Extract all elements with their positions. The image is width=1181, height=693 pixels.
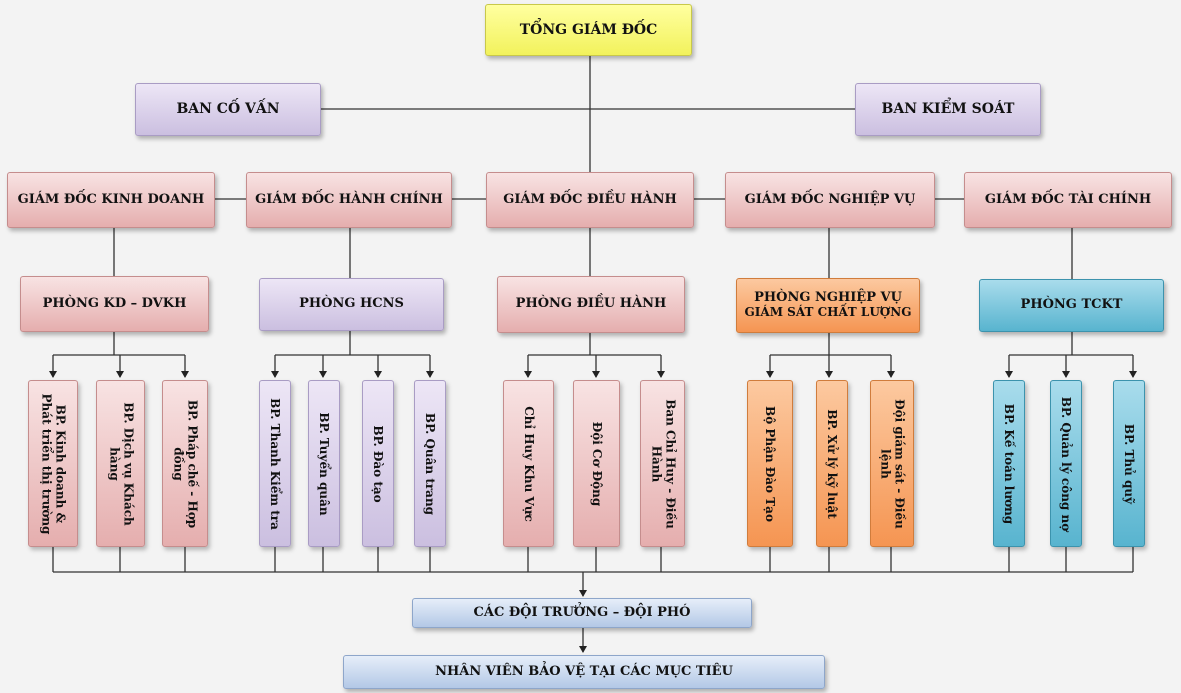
director-label: GIÁM ĐỐC TÀI CHÍNH (984, 191, 1152, 207)
unit-label: BP. Quản lý công nợ (1059, 396, 1074, 531)
guards-box: NHÂN VIÊN BẢO VỆ TẠI CÁC MỤC TIÊU (343, 655, 825, 689)
department-title: PHÒNG HCNS (299, 296, 404, 312)
director-box-sales: GIÁM ĐỐC KINH DOANH (7, 172, 215, 228)
director-label: GIÁM ĐỐC KINH DOANH (17, 191, 205, 207)
department-box-kd-dvkh: PHÒNG KD – DVKH (20, 276, 209, 332)
director-box-admin: GIÁM ĐỐC HÀNH CHÍNH (246, 172, 452, 228)
unit-label: Đội giám sát - Điều lệnh (878, 398, 907, 529)
department-title: PHÒNG ĐIỀU HÀNH (515, 296, 667, 312)
unit-box: Bộ Phận Đào Tạo (747, 380, 793, 547)
team-leaders-label: CÁC ĐỘI TRƯỞNG – ĐỘI PHÓ (473, 604, 691, 620)
control-board-box: BAN KIỂM SOÁT (855, 83, 1041, 136)
advisory-board-label: BAN CỐ VẤN (176, 101, 280, 118)
unit-label: Đội Cơ Động (589, 421, 604, 506)
unit-box: BP. Thủ quỹ (1113, 380, 1145, 547)
unit-box: BP. Kế toán lương (993, 380, 1025, 547)
department-title: PHÒNG TCKT (1020, 297, 1123, 313)
team-leaders-box: CÁC ĐỘI TRƯỞNG – ĐỘI PHÓ (412, 598, 752, 628)
unit-label: BP. Kế toán lương (1002, 403, 1017, 524)
director-label: GIÁM ĐỐC HÀNH CHÍNH (255, 191, 443, 207)
unit-box: Đội giám sát - Điều lệnh (870, 380, 914, 547)
department-title: PHÒNG NGHIỆP VỤ (754, 290, 902, 306)
department-subtitle: GIÁM SÁT CHẤT LƯỢNG (744, 305, 912, 320)
unit-box: BP. Đào tạo (362, 380, 394, 547)
director-box-professional: GIÁM ĐỐC NGHIỆP VỤ (725, 172, 935, 228)
unit-box: BP. Pháp chế - Hợp đồng (162, 380, 208, 547)
unit-box: BP. Quản lý công nợ (1050, 380, 1082, 547)
unit-box: BP. Thanh Kiểm tra (259, 380, 291, 547)
unit-box: BP. Kinh doanh & Phát triển thị trường (28, 380, 78, 547)
unit-label: BP. Pháp chế - Hợp đồng (171, 399, 200, 528)
director-box-operations: GIÁM ĐỐC ĐIỀU HÀNH (486, 172, 694, 228)
unit-label: BP. Đào tạo (371, 424, 386, 503)
guards-label: NHÂN VIÊN BẢO VỆ TẠI CÁC MỤC TIÊU (435, 663, 733, 679)
ceo-label: TỔNG GIÁM ĐỐC (519, 21, 658, 38)
unit-label: BP. Thủ quỹ (1122, 423, 1137, 504)
director-box-finance: GIÁM ĐỐC TÀI CHÍNH (964, 172, 1172, 228)
department-title: PHÒNG KD – DVKH (42, 295, 187, 311)
unit-box: BP. Dịch vụ Khách hàng (96, 380, 145, 547)
unit-label: BP. Xử lý kỹ luật (825, 408, 840, 519)
director-label: GIÁM ĐỐC ĐIỀU HÀNH (503, 191, 677, 207)
control-board-label: BAN KIỂM SOÁT (881, 101, 1015, 118)
unit-label: BP. Quân trang (423, 412, 438, 515)
department-box-nghiep-vu: PHÒNG NGHIỆP VỤ GIÁM SÁT CHẤT LƯỢNG (736, 278, 920, 333)
unit-label: BP. Dịch vụ Khách hàng (106, 401, 135, 526)
ceo-box: TỔNG GIÁM ĐỐC (485, 4, 692, 56)
advisory-board-box: BAN CỐ VẤN (135, 83, 321, 136)
department-box-dieu-hanh: PHÒNG ĐIỀU HÀNH (497, 276, 685, 333)
unit-label: BP. Tuyển quân (317, 411, 332, 516)
unit-label: Chỉ Huy Khu Vực (521, 405, 536, 522)
director-label: GIÁM ĐỐC NGHIỆP VỤ (744, 191, 916, 207)
unit-label: BP. Thanh Kiểm tra (268, 397, 283, 530)
unit-box: BP. Xử lý kỹ luật (816, 380, 848, 547)
unit-label: Ban Chỉ Huy - Điều Hành (648, 398, 677, 529)
unit-box: BP. Tuyển quân (308, 380, 340, 547)
department-box-tckt: PHÒNG TCKT (979, 279, 1164, 332)
unit-label: Bộ Phận Đào Tạo (763, 405, 778, 522)
unit-box: Đội Cơ Động (573, 380, 620, 547)
unit-box: Ban Chỉ Huy - Điều Hành (640, 380, 685, 547)
unit-box: Chỉ Huy Khu Vực (503, 380, 554, 547)
unit-box: BP. Quân trang (414, 380, 446, 547)
department-box-hcns: PHÒNG HCNS (259, 278, 444, 331)
unit-label: BP. Kinh doanh & Phát triển thị trường (39, 393, 68, 534)
